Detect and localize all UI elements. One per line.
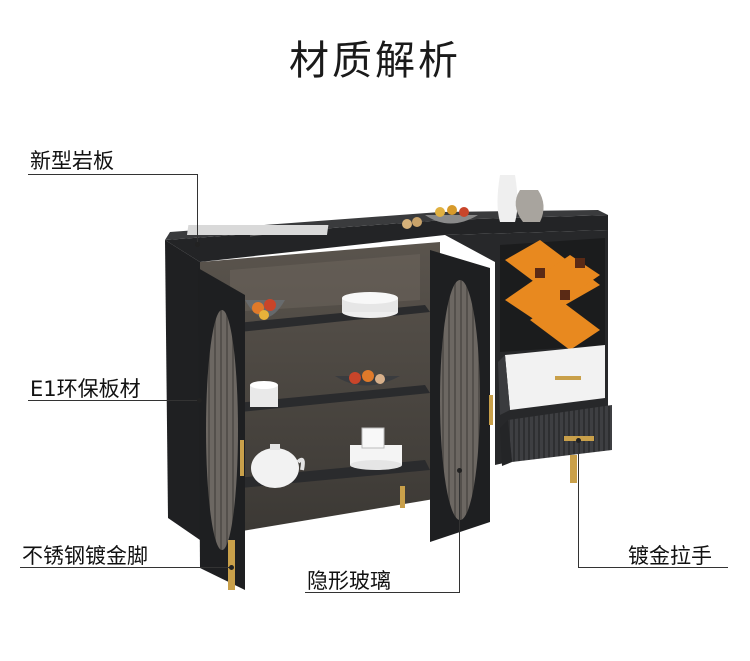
callout-line-slate-v (197, 174, 198, 244)
left-side-panel (165, 240, 200, 540)
fruit-bowl-middle (335, 370, 400, 386)
callout-line-legs (20, 567, 232, 568)
callout-dot-handle (576, 438, 581, 443)
callout-line-e1 (28, 400, 200, 401)
callout-dot-slate (195, 242, 200, 247)
label-hidden-glass: 隐形玻璃 (307, 569, 391, 593)
callout-line-handle-v (578, 440, 579, 567)
fruit-bowl-top (245, 299, 285, 320)
callout-line-glass-h (305, 592, 460, 593)
page-title: 材质解析 (289, 38, 461, 84)
plates-stack-middle (250, 381, 278, 407)
label-gold-handle: 镀金拉手 (628, 544, 712, 568)
slate-top (165, 210, 608, 262)
plates-stack-top (342, 292, 398, 318)
cups-and-plates (350, 427, 402, 470)
left-glass-door (198, 268, 245, 590)
white-drawer (498, 345, 605, 415)
right-glass-door (430, 250, 493, 542)
left-door-handle (240, 440, 244, 476)
label-e1-board: E1环保板材 (30, 377, 141, 401)
wine-rack (505, 240, 600, 350)
top-decor (402, 175, 544, 229)
callout-line-glass-v (459, 470, 460, 592)
white-drawer-handle (555, 376, 581, 380)
leg-right (570, 455, 577, 483)
teapot (251, 444, 305, 488)
callout-line-handle-h (578, 567, 728, 568)
callout-dot-glass (457, 468, 462, 473)
callout-dot-e1 (197, 398, 202, 403)
right-door-handle (489, 395, 493, 425)
callout-dot-legs (229, 565, 234, 570)
leg-mid (400, 486, 405, 508)
callout-line-slate-h (28, 174, 198, 175)
label-slate-top: 新型岩板 (30, 149, 114, 173)
label-steel-legs: 不锈钢镀金脚 (22, 544, 148, 568)
